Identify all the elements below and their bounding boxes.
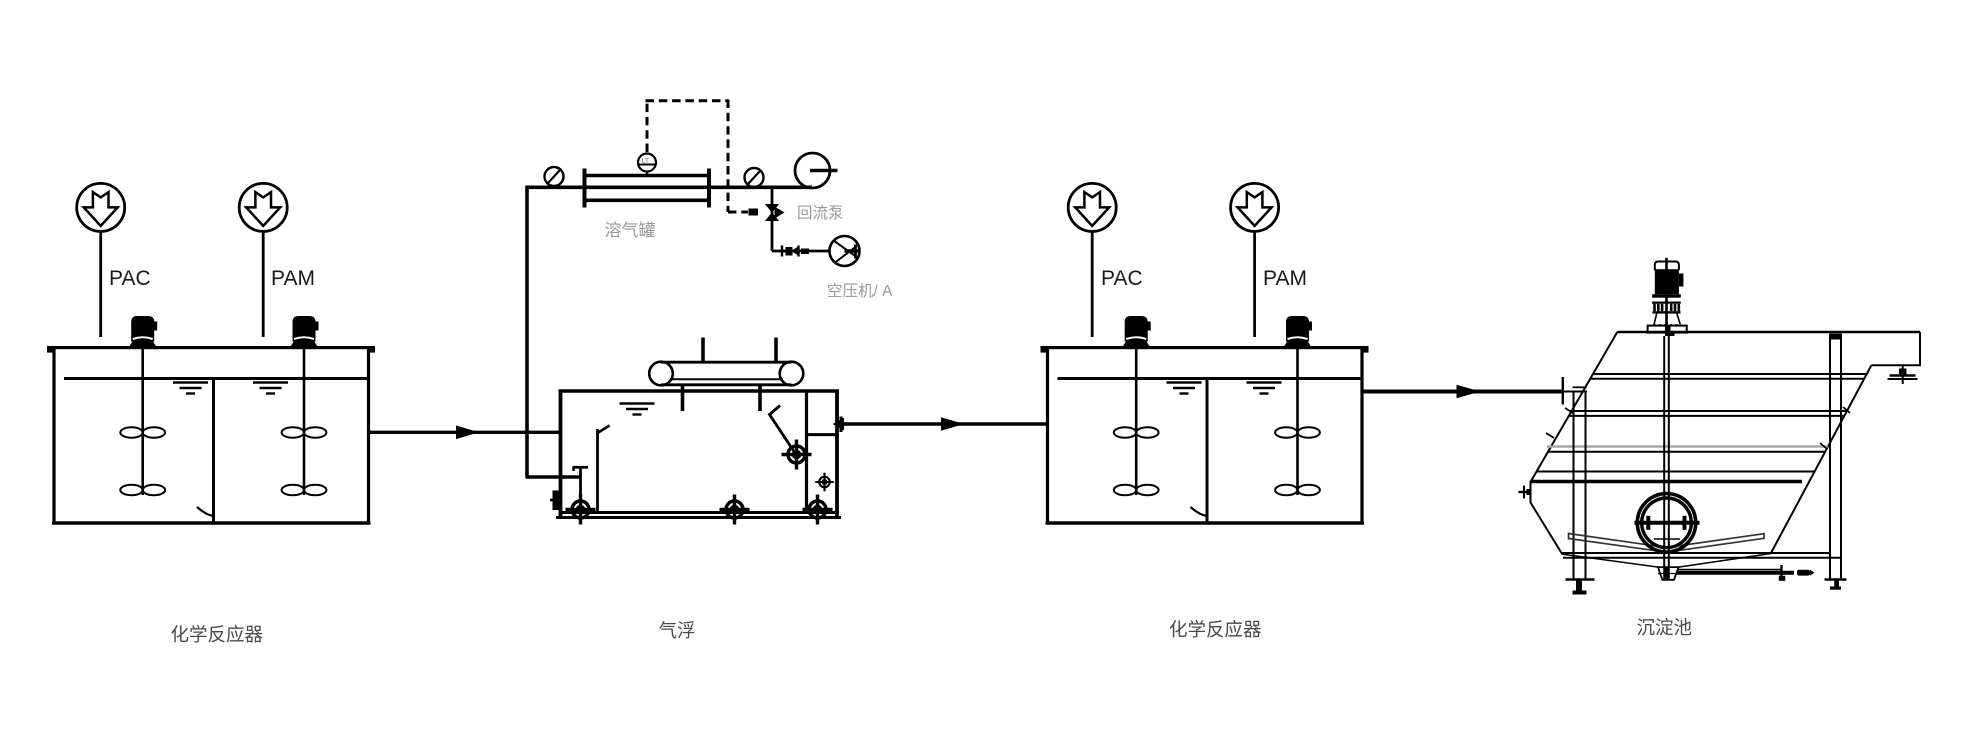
svg-text:PAC: PAC [1101,267,1143,290]
svg-text:空压机/ A: 空压机/ A [827,282,893,300]
svg-text:PAM: PAM [271,267,315,290]
svg-text:沉淀池: 沉淀池 [1637,617,1693,638]
svg-text:LT: LT [642,158,650,165]
svg-text:回流泵: 回流泵 [797,204,844,222]
svg-text:化学反应器: 化学反应器 [171,624,264,645]
svg-text:PAC: PAC [109,267,151,290]
svg-text:溶气罐: 溶气罐 [605,221,656,240]
svg-text:化学反应器: 化学反应器 [1169,619,1262,640]
svg-text:PAM: PAM [1263,267,1307,290]
svg-text:气浮: 气浮 [659,620,696,641]
